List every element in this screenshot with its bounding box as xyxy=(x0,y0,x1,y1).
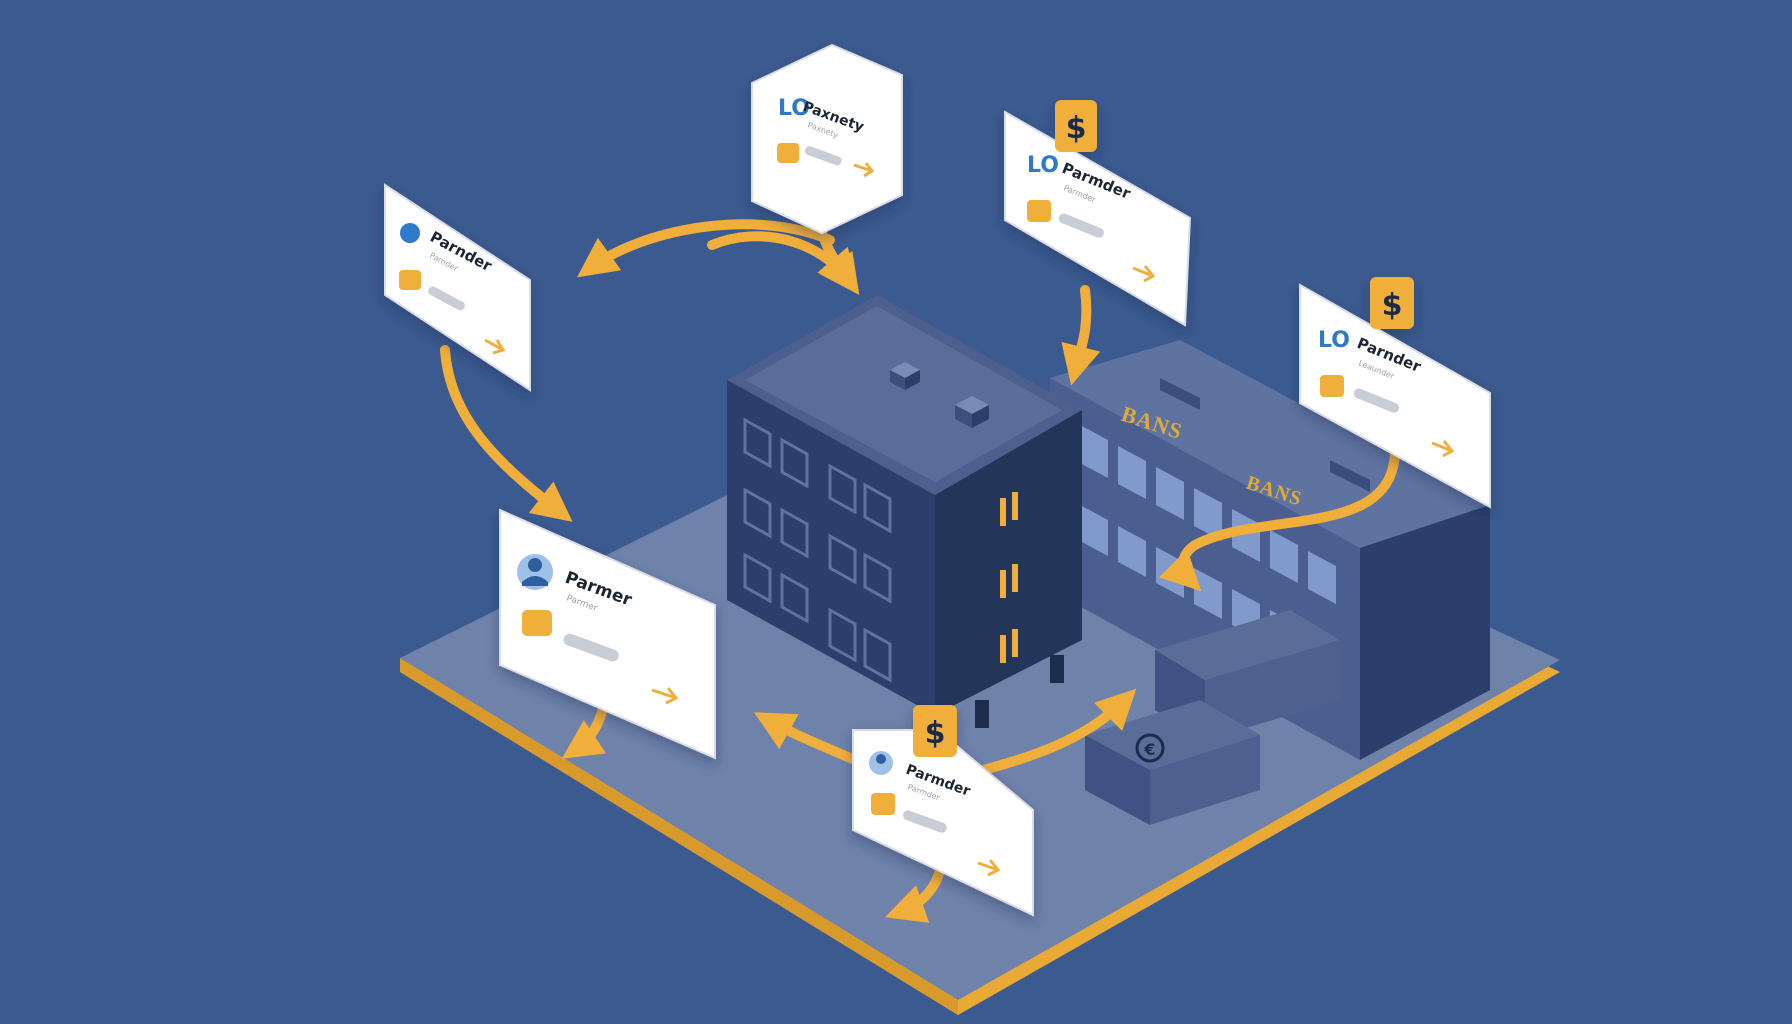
card-mid-left-progress xyxy=(563,633,619,662)
card-left-progress xyxy=(428,286,465,311)
wallet-icon xyxy=(1027,200,1051,222)
dollar-badge xyxy=(1370,277,1414,329)
card-right[interactable]: $ LO Parnder Leaunder xyxy=(1299,277,1491,509)
office-tower xyxy=(727,295,1082,728)
card-top[interactable]: LO Paxnety Paxnety xyxy=(751,43,903,235)
card-top-right[interactable]: $ LO Parmder Parmder xyxy=(1004,100,1192,327)
card-bottom[interactable]: $ Parmder Parmder xyxy=(852,705,1034,917)
arrow-right-icon[interactable] xyxy=(484,338,506,355)
card-mid-left[interactable]: Parmer Parmer xyxy=(499,508,716,760)
dollar-badge xyxy=(913,705,957,757)
dollar-badge xyxy=(1055,100,1097,152)
vault-coin-icon xyxy=(1135,733,1165,763)
tower-lit-windows xyxy=(1000,492,1018,663)
arrow-left-down xyxy=(440,345,573,522)
wallet-icon xyxy=(399,270,421,290)
card-top-right-progress xyxy=(1058,213,1104,238)
arrow-top-to-left xyxy=(576,219,835,278)
arrow-bottom-down xyxy=(884,865,945,923)
wallet-icon xyxy=(871,793,895,815)
arrow-right-icon[interactable] xyxy=(853,162,875,178)
card-right-avatar: LO xyxy=(1318,328,1350,353)
arrow-topright-down xyxy=(1061,285,1101,386)
arrow-bottom-left xyxy=(754,712,860,765)
card-bottom-progress xyxy=(902,810,947,833)
arrow-right-icon[interactable] xyxy=(651,687,679,705)
arrow-right-icon[interactable] xyxy=(1431,440,1455,458)
user-avatar-icon xyxy=(400,223,420,243)
card-top-right-avatar: LO xyxy=(1027,153,1059,178)
card-bottom-badge: $ xyxy=(925,716,946,751)
arrow-right-to-bank xyxy=(1190,445,1400,550)
wallet-icon xyxy=(1320,375,1344,397)
card-top-avatar: LO xyxy=(778,96,810,121)
arrow-right-icon[interactable] xyxy=(1132,265,1156,283)
arrow-right-icon[interactable] xyxy=(977,859,1001,877)
bank-windows-row-1 xyxy=(1080,425,1336,604)
vault-symbol: € xyxy=(1143,740,1155,759)
card-left[interactable]: Parnder Parnder xyxy=(384,183,531,392)
flow-arrows xyxy=(440,185,1400,923)
wallet-icon xyxy=(777,143,799,163)
card-top-progress xyxy=(805,146,842,166)
vault-block: € xyxy=(1085,610,1340,825)
arrow-right-to-bank-end xyxy=(1158,540,1202,592)
wallet-icon xyxy=(522,610,552,636)
card-top-right-badge: $ xyxy=(1066,111,1087,146)
card-right-progress xyxy=(1353,388,1399,413)
tower-windows xyxy=(743,417,892,683)
card-right-badge: $ xyxy=(1382,288,1403,323)
